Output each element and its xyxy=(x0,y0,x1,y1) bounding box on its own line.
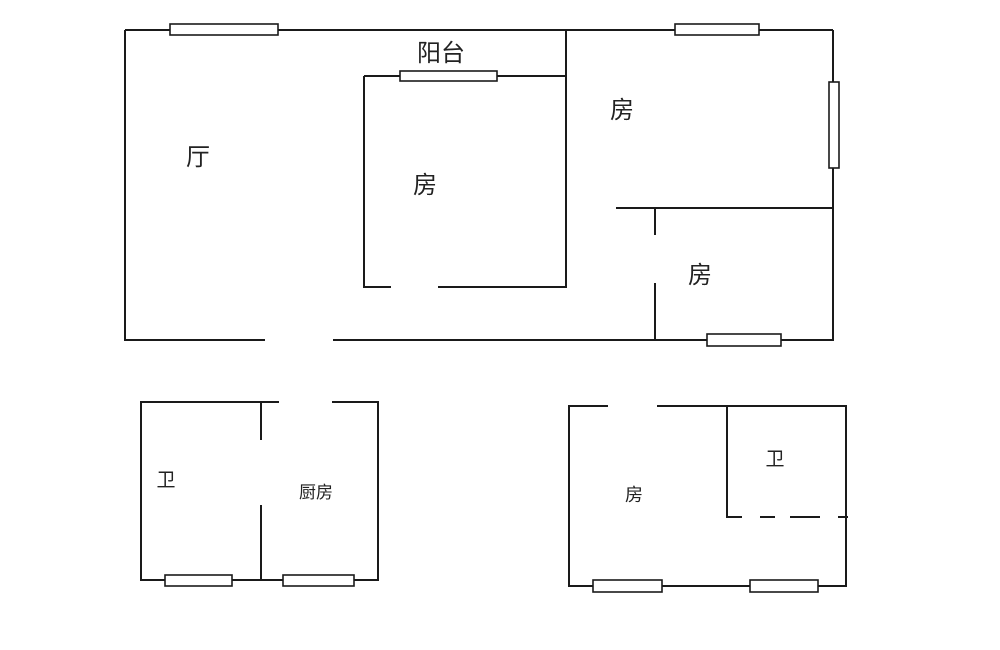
left-wall xyxy=(124,30,265,341)
room-label-balcony: 阳台 xyxy=(417,39,465,67)
window xyxy=(828,81,840,169)
outer-wall xyxy=(140,401,379,581)
main-unit-windows xyxy=(169,23,840,347)
bath-kitchen-walls xyxy=(140,401,379,587)
room-label-living: 厅 xyxy=(186,143,210,171)
bedroom-right-wall xyxy=(438,30,567,288)
room-label-bedroom: 房 xyxy=(413,171,437,199)
window xyxy=(399,70,498,82)
window xyxy=(749,579,819,593)
room-label-bedroom: 房 xyxy=(688,261,712,289)
room-label-bathroom: 卫 xyxy=(156,469,175,491)
bedroom-bath-walls xyxy=(568,405,848,593)
room-label-bedroom: 房 xyxy=(610,96,634,124)
bedroom-left-wall xyxy=(363,76,391,288)
window xyxy=(169,23,279,36)
window xyxy=(164,574,233,587)
window xyxy=(674,23,760,36)
window xyxy=(282,574,355,587)
room-label-bedroom: 房 xyxy=(625,485,643,506)
window xyxy=(706,333,782,347)
room-label-kitchen: 厨房 xyxy=(299,483,333,503)
outer-wall xyxy=(568,405,847,587)
bathroom-wall xyxy=(726,406,742,518)
window xyxy=(592,579,663,593)
room-label-bathroom: 卫 xyxy=(765,448,784,470)
